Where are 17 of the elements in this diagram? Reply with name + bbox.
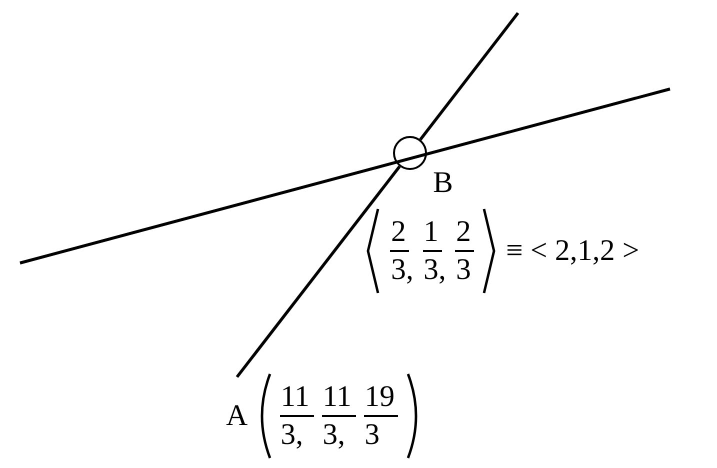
vector-component: 2	[455, 217, 472, 250]
point-coordinate: 3,	[322, 420, 346, 450]
point-coordinate: 11	[322, 382, 353, 415]
point-coordinate: 3,	[280, 420, 304, 450]
point-label: B	[433, 168, 454, 198]
line	[236, 166, 401, 378]
vector-component: ≡ < 2,1,2 >	[506, 236, 640, 266]
vector-component: 3,	[422, 255, 447, 285]
vector-component: 2	[390, 217, 407, 250]
vector-component: 3	[455, 255, 472, 285]
point-coordinate: 11	[280, 382, 311, 415]
point-coordinate: 19	[364, 382, 396, 415]
vector-component: 1	[422, 217, 440, 250]
point-coordinate: 3	[364, 420, 381, 450]
vector-component: 3,	[390, 255, 414, 285]
point-circle	[393, 136, 427, 170]
point-coordinate: A	[226, 401, 248, 431]
